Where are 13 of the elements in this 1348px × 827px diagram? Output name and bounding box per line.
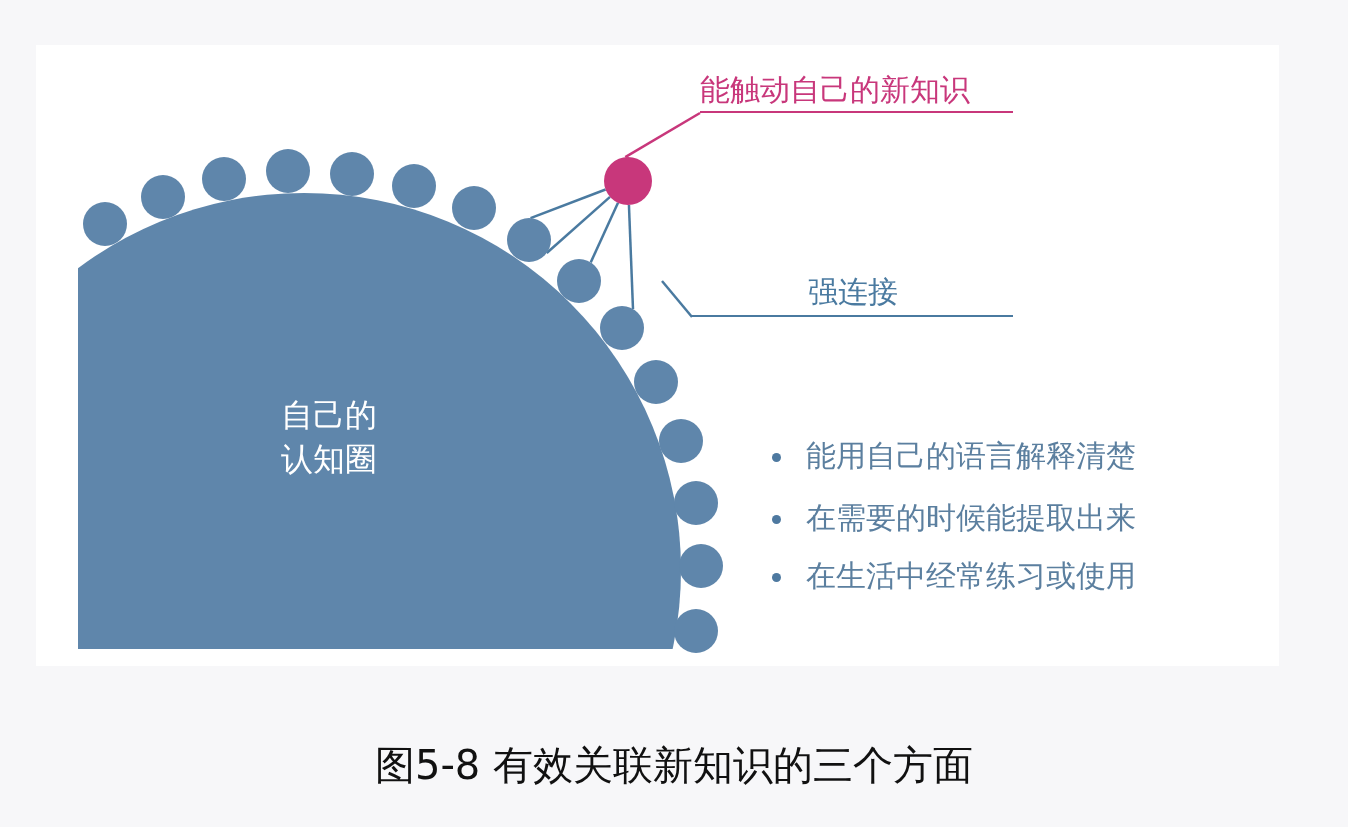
callout-text: 强连接 <box>692 272 1013 317</box>
leader-line <box>661 280 693 318</box>
connector-line <box>530 188 606 220</box>
connector-line <box>627 204 635 309</box>
bullet-text: 在需要的时候能提取出来 <box>770 498 1136 539</box>
leader-line <box>624 111 701 159</box>
bullet-text: 能用自己的语言解释清楚 <box>770 436 1136 477</box>
callout-text: 能触动自己的新知识 <box>700 70 1013 113</box>
bullet-text: 在生活中经常练习或使用 <box>770 556 1136 597</box>
connector-line <box>589 202 620 263</box>
circle-label: 自己的认知圈 <box>280 395 378 480</box>
connector-line <box>545 196 611 254</box>
figure-caption: 图5-8 有效关联新知识的三个方面 <box>373 741 974 790</box>
